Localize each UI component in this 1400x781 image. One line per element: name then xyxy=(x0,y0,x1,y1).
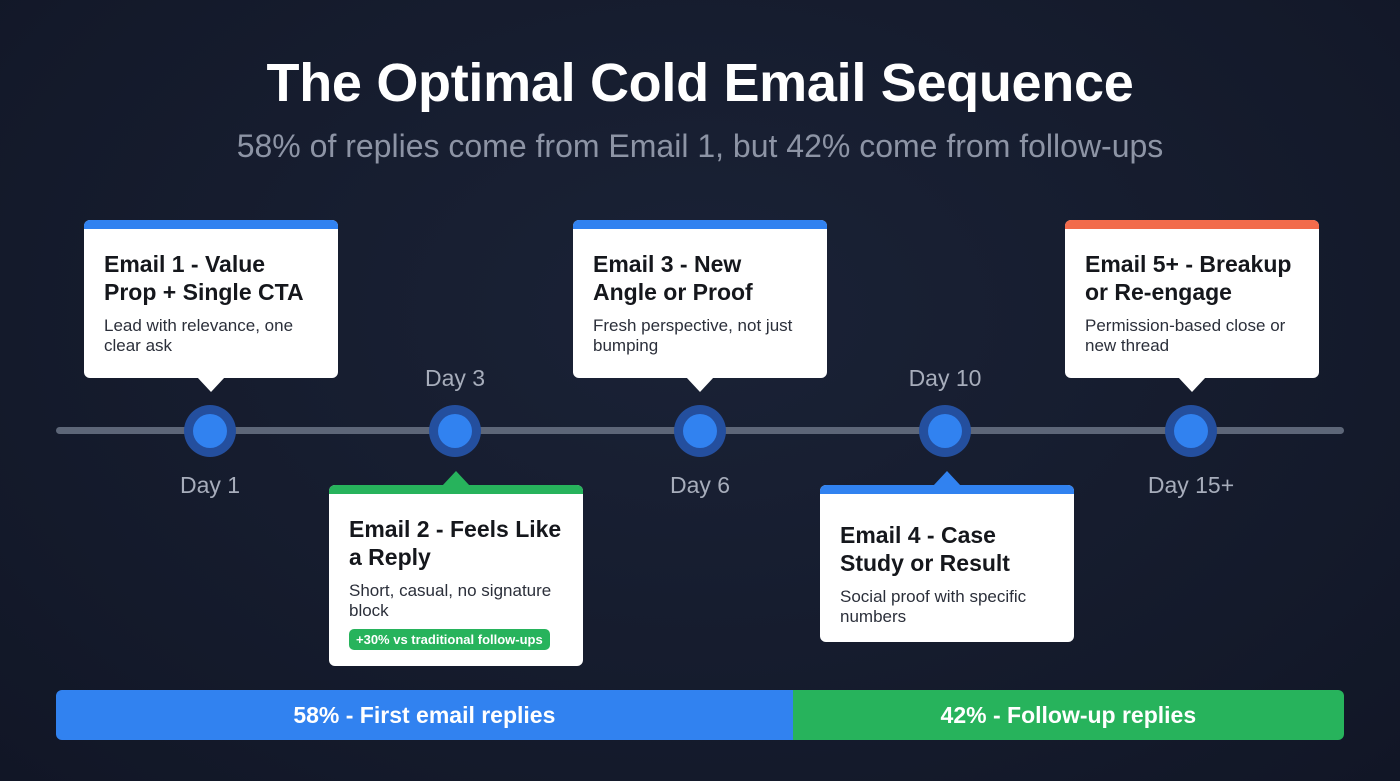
card-description: Fresh perspective, not just bumping xyxy=(593,316,793,355)
card-title: Email 5+ - Breakup or Re-engage xyxy=(1085,251,1292,305)
card-description: Short, casual, no signature block xyxy=(349,581,552,620)
card-accent-bar xyxy=(329,485,583,494)
email-card-4: Email 4 - Case Study or Result Social pr… xyxy=(820,471,1074,642)
card-title: Email 1 - Value Prop + Single CTA xyxy=(104,251,304,305)
email-card-2: Email 2 - Feels Like a Reply Short, casu… xyxy=(329,471,583,666)
card-accent-bar xyxy=(1065,220,1319,229)
page-title: The Optimal Cold Email Sequence xyxy=(266,53,1134,113)
card-accent-bar xyxy=(573,220,827,229)
reply-split-bar: 58% - First email replies 42% - Follow-u… xyxy=(56,690,1344,740)
timeline-node-day-10 xyxy=(919,405,971,457)
timeline-node-day-6 xyxy=(674,405,726,457)
pointer-arrow-icon xyxy=(686,377,714,392)
timeline-node-day-1 xyxy=(184,405,236,457)
card-description: Lead with relevance, one clear ask xyxy=(104,316,294,355)
day-label: Day 1 xyxy=(179,472,241,498)
card-description: Social proof with specific numbers xyxy=(840,587,1027,626)
node-dot-icon xyxy=(438,414,472,448)
stat-badge: +30% vs traditional follow-ups xyxy=(349,629,550,650)
card-title: Email 3 - New Angle or Proof xyxy=(593,251,753,305)
day-label: Day 10 xyxy=(908,365,982,391)
pointer-arrow-icon xyxy=(1178,377,1206,392)
pointer-arrow-icon xyxy=(933,471,961,486)
page-subtitle: 58% of replies come from Email 1, but 42… xyxy=(236,128,1164,164)
day-label: Day 6 xyxy=(669,472,731,498)
card-description: Permission-based close or new thread xyxy=(1085,316,1286,355)
card-title: Email 2 - Feels Like a Reply xyxy=(349,516,562,570)
pointer-arrow-icon xyxy=(197,377,225,392)
day-label: Day 3 xyxy=(424,365,486,391)
timeline-node-day-3 xyxy=(429,405,481,457)
card-title: Email 4 - Case Study or Result xyxy=(840,522,1010,576)
node-dot-icon xyxy=(193,414,227,448)
pointer-arrow-icon xyxy=(442,471,470,486)
day-label: Day 15+ xyxy=(1147,472,1235,498)
email-card-3: Email 3 - New Angle or Proof Fresh persp… xyxy=(573,220,827,392)
card-accent-bar xyxy=(84,220,338,229)
card-accent-bar xyxy=(820,485,1074,494)
node-dot-icon xyxy=(928,414,962,448)
email-card-1: Email 1 - Value Prop + Single CTA Lead w… xyxy=(84,220,338,392)
first-email-segment: 58% - First email replies xyxy=(56,690,793,740)
node-dot-icon xyxy=(1174,414,1208,448)
node-dot-icon xyxy=(683,414,717,448)
timeline-node-day-15 xyxy=(1165,405,1217,457)
followup-segment: 42% - Follow-up replies xyxy=(792,690,1344,740)
email-card-5: Email 5+ - Breakup or Re-engage Permissi… xyxy=(1065,220,1319,392)
